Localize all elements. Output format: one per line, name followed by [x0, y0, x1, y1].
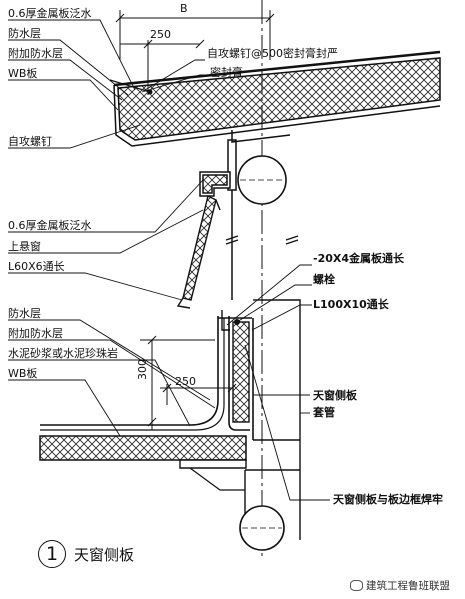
dimension-300: 300: [136, 359, 149, 380]
watermark: 建筑工程鲁班联盟: [350, 578, 450, 593]
caption-title: 天窗侧板: [74, 546, 135, 564]
label-metal-strip: -20X4金属板通长: [313, 252, 405, 265]
dimension-b: B: [180, 2, 188, 15]
side-panel-wall: [218, 310, 254, 440]
dimension-250-top: 250: [150, 28, 171, 41]
upper-bracket: [227, 130, 291, 300]
break-mark: [225, 235, 299, 245]
label-top-hung-window: 上悬窗: [8, 240, 41, 253]
dimension-b-line: [115, 10, 275, 60]
label-angle-l60: L60X6通长: [8, 260, 65, 273]
leader-lines-left: [8, 19, 216, 437]
sleeve: [244, 299, 301, 540]
caption-number: 1: [38, 540, 66, 568]
label-wb-top: WB板: [8, 67, 38, 80]
label-weld-note: 天窗侧板与板边框焊牢: [333, 493, 443, 506]
top-roof-panel: [109, 50, 441, 147]
label-side-panel: 天窗侧板: [313, 389, 357, 402]
dimension-250-bottom: 250: [175, 375, 196, 388]
label-mortar: 水泥砂浆或水泥珍珠岩: [8, 347, 118, 360]
label-angle-l100: L100X10通长: [313, 298, 389, 311]
dimension-300-line: [140, 335, 215, 430]
window-sash: [176, 194, 221, 309]
watermark-text: 建筑工程鲁班联盟: [366, 580, 450, 592]
label-bolt: 螺栓: [313, 273, 335, 286]
leader-lines-right: [141, 59, 330, 501]
label-extra-waterproof-bot: 附加防水层: [8, 327, 63, 340]
label-flashing-mid: 0.6厚金属板泛水: [8, 219, 92, 232]
label-extra-waterproof-top: 附加防水层: [8, 47, 63, 60]
label-screw-seal: 自攻螺钉@500密封膏封严: [207, 47, 338, 60]
bottom-roof-panel: [39, 435, 247, 491]
wechat-icon: [350, 580, 363, 591]
dimension-250-bottom-line: [160, 383, 237, 405]
label-waterproof-top: 防水层: [8, 27, 41, 40]
label-self-tap-screw: 自攻螺钉: [8, 135, 52, 148]
window-hinge: [199, 171, 231, 197]
lower-waterproof-curve: [40, 316, 219, 426]
label-flashing-top: 0.6厚金属板泛水: [8, 7, 92, 20]
label-waterproof-bot: 防水层: [8, 307, 41, 320]
label-wb-bot: WB板: [8, 367, 38, 380]
label-sleeve: 套管: [313, 406, 335, 419]
label-sealant: 密封膏: [210, 66, 243, 79]
